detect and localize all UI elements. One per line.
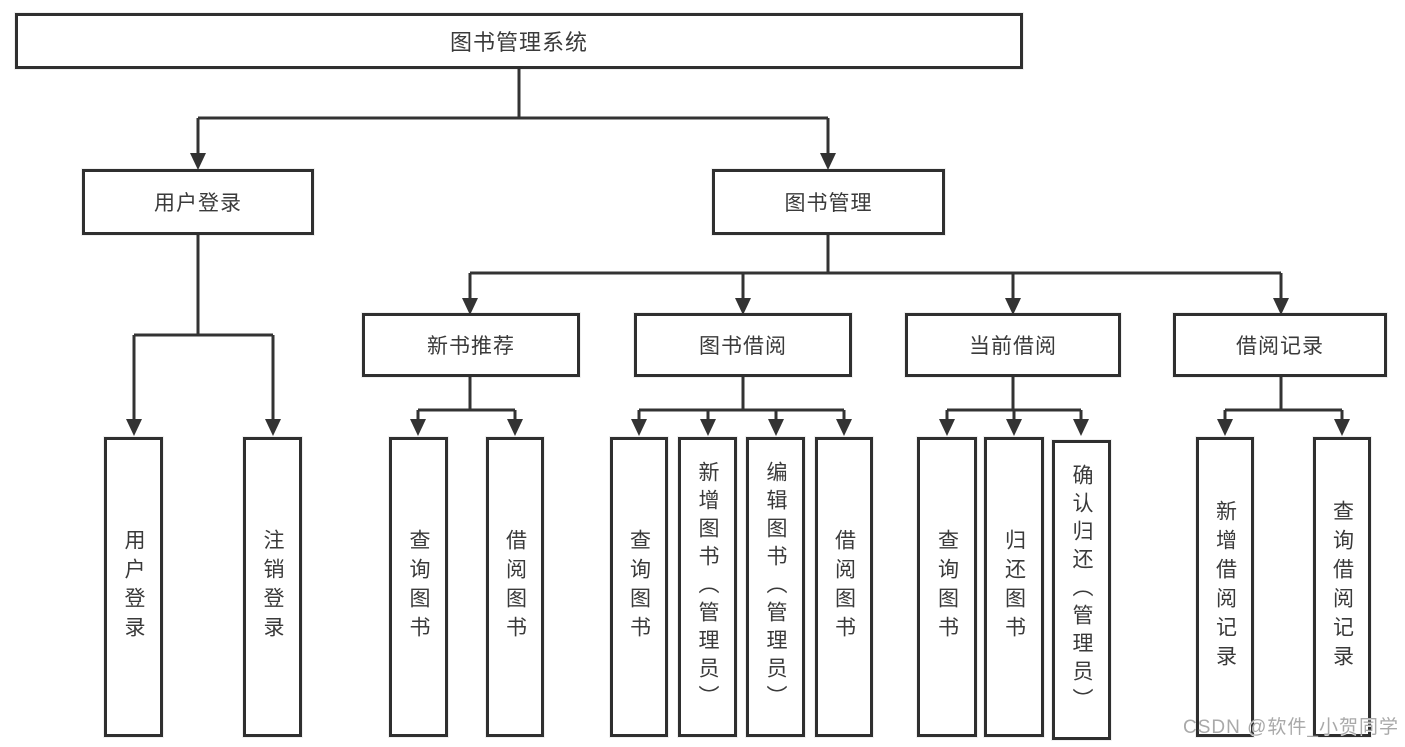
node-book-management-label: 图书管理 — [784, 192, 873, 215]
node-current-borrow-label: 当前借阅 — [969, 335, 1057, 358]
leaf-query-books-current: 查询图书 — [917, 437, 977, 737]
node-root-label: 图书管理系统 — [449, 30, 588, 55]
new-book-recommend-connector — [416, 377, 517, 422]
node-borrow-records-label: 借阅记录 — [1236, 335, 1324, 358]
leaf-return-books-label: 归还图书 — [1002, 529, 1026, 645]
book-management-connector — [468, 234, 1283, 301]
leaf-query-books-recommend: 查询图书 — [389, 437, 448, 737]
leaf-query-borrow-record-label: 查询借阅记录 — [1330, 500, 1354, 674]
leaf-add-books-admin-label: 新增图书（管理员） — [696, 461, 719, 713]
current-borrow-connector — [945, 377, 1083, 422]
node-book-management: 图书管理 — [712, 169, 945, 235]
leaf-edit-books-admin-label: 编辑图书（管理员） — [764, 461, 787, 713]
leaf-confirm-return-admin-label: 确认归还（管理员） — [1070, 464, 1093, 716]
csdn-watermark: CSDN @软件_小贺同学 — [1183, 717, 1399, 738]
leaf-borrow-books-label: 借阅图书 — [832, 529, 856, 645]
node-current-borrow: 当前借阅 — [905, 313, 1121, 377]
leaf-query-books-recommend-label: 查询图书 — [407, 529, 430, 645]
leaf-add-books-admin: 新增图书（管理员） — [678, 437, 737, 737]
leaf-return-books: 归还图书 — [984, 437, 1044, 737]
leaf-query-books-borrow: 查询图书 — [610, 437, 668, 737]
leaf-borrow-books-recommend: 借阅图书 — [486, 437, 544, 737]
leaf-borrow-books: 借阅图书 — [815, 437, 873, 737]
node-book-borrow-label: 图书借阅 — [699, 335, 787, 358]
book-borrow-connector — [637, 377, 846, 422]
node-user-login: 用户登录 — [82, 169, 314, 235]
leaf-query-books-current-label: 查询图书 — [935, 529, 959, 645]
user-login-connector — [132, 234, 275, 422]
root-connector — [196, 69, 830, 156]
leaf-query-books-borrow-label: 查询图书 — [627, 529, 651, 645]
node-book-borrow: 图书借阅 — [634, 313, 852, 377]
node-root: 图书管理系统 — [15, 13, 1023, 69]
leaf-user-login-label: 用户登录 — [122, 529, 145, 645]
leaf-logout-label: 注销登录 — [261, 529, 284, 645]
node-user-login-label: 用户登录 — [154, 192, 242, 215]
leaf-confirm-return-admin: 确认归还（管理员） — [1052, 440, 1111, 740]
leaf-edit-books-admin: 编辑图书（管理员） — [746, 437, 805, 737]
leaf-query-borrow-record: 查询借阅记录 — [1313, 437, 1371, 737]
leaf-add-borrow-record: 新增借阅记录 — [1196, 437, 1254, 737]
borrow-records-connector — [1223, 377, 1344, 422]
leaf-user-login: 用户登录 — [104, 437, 163, 737]
node-new-book-recommend-label: 新书推荐 — [427, 335, 515, 358]
node-borrow-records: 借阅记录 — [1173, 313, 1387, 377]
node-new-book-recommend: 新书推荐 — [362, 313, 580, 377]
leaf-logout: 注销登录 — [243, 437, 302, 737]
leaf-add-borrow-record-label: 新增借阅记录 — [1213, 500, 1237, 674]
leaf-borrow-books-recommend-label: 借阅图书 — [503, 529, 527, 645]
